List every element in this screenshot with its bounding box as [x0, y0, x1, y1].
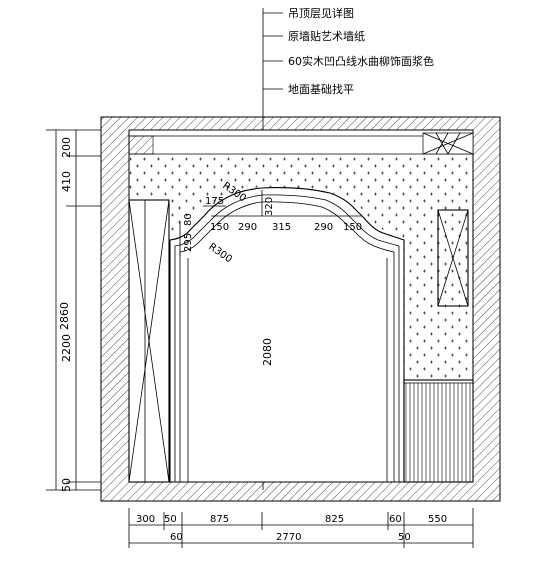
left-dim-200: 200	[60, 137, 73, 158]
left-dim-50: 50	[60, 478, 73, 492]
bottom-dimension-chain	[128, 508, 474, 548]
arch-width-4: 290	[314, 222, 333, 233]
bottom-dim-300: 300	[136, 514, 155, 525]
annotation-ceiling: 吊顶层见详图	[288, 6, 354, 20]
arch-dim-175: 175	[205, 196, 224, 207]
right-panel	[437, 209, 469, 307]
bottom-dim-60: 60	[389, 514, 402, 525]
bottom-dim-50: 50	[164, 514, 177, 525]
annotation-floor: 地面基础找平	[288, 82, 354, 96]
bottom-total-60: 60	[170, 532, 183, 543]
bottom-total-2770: 2770	[276, 532, 301, 543]
arch-width-2: 290	[238, 222, 257, 233]
arch-width-3: 315	[272, 222, 291, 233]
left-dim-410: 410	[60, 171, 73, 192]
bottom-dim-825: 825	[325, 514, 344, 525]
bottom-dim-550: 550	[428, 514, 447, 525]
arch-dim-320: 320	[264, 197, 275, 216]
arch-dim-80: 80	[183, 213, 194, 226]
bottom-total-50: 50	[398, 532, 411, 543]
left-dimension-chain	[46, 129, 101, 491]
annotation-molding: 60实木凹凸线水曲柳饰面浆色	[288, 54, 434, 68]
arch-dimension-lines	[179, 190, 263, 256]
arch-width-1: 150	[210, 222, 229, 233]
bottom-dim-875: 875	[210, 514, 229, 525]
left-cabinet	[128, 199, 170, 483]
left-dim-overall: 2860	[58, 302, 71, 330]
arch-opening	[169, 187, 405, 482]
arch-width-5: 150	[343, 222, 362, 233]
arch-dim-295: 295	[183, 233, 194, 252]
annotation-wallpaper: 原墙贴艺术墙纸	[288, 29, 365, 43]
left-dim-2200: 2200	[60, 334, 73, 362]
opening-height: 2080	[261, 338, 274, 366]
right-slats	[403, 379, 474, 483]
